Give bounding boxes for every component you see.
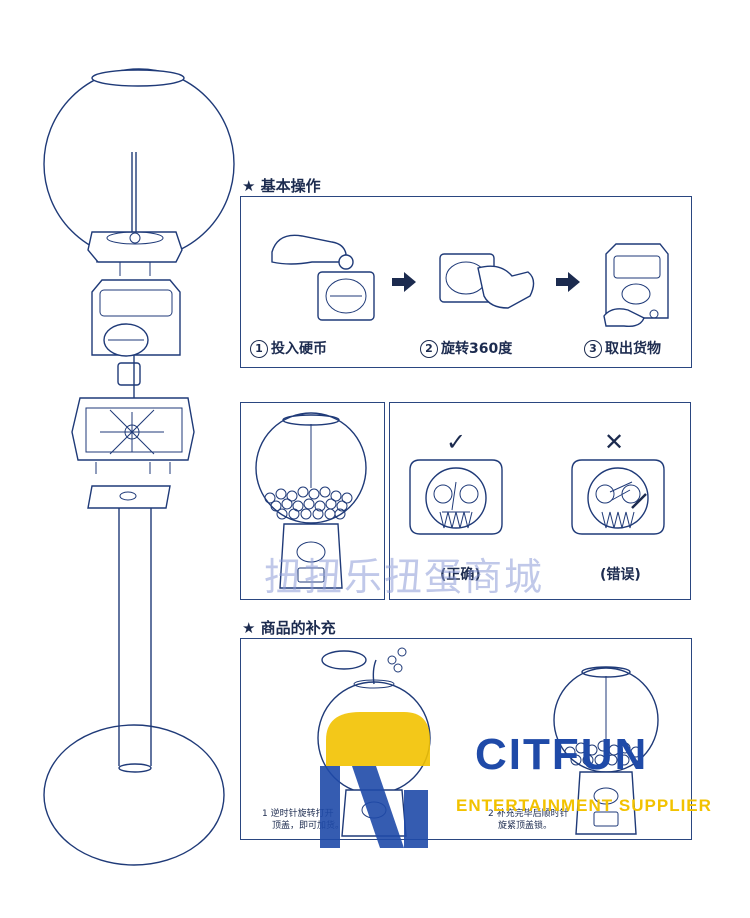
hand-with-coin [271,234,347,265]
watermark: 扭扭乐扭蛋商城 [264,555,545,599]
wrong-arrow-icon [631,493,647,509]
wrong-mark-icon: ✕ [604,428,625,456]
wheel-plate [87,231,183,263]
correct-label: (正确) [440,567,481,583]
mount-plate [87,485,171,509]
coin [338,254,354,270]
section-title-basic-ops: ★ 基本操作 [242,177,321,195]
arrow-2-icon [556,272,580,292]
arrow-1-icon [392,272,416,292]
base-tray [71,397,195,461]
globe-lid [91,69,185,87]
correct-mark-icon: ✓ [446,428,467,456]
machine-globe [255,412,367,524]
brush-correct [439,511,473,529]
wrong-label: (错误) [600,567,641,583]
section-title-refill: ★ 商品的补充 [242,619,336,637]
hand-taking [603,308,645,328]
brand-name: CITFUN [475,730,649,779]
gumballs [264,486,353,520]
refill-note-right: 2 补充完毕后顺时针 旋紧顶盖锁。 [488,809,569,831]
hand-turning [477,265,535,309]
removed-lid [321,650,367,670]
machine-body [279,523,343,589]
brush-wrong [601,511,635,529]
brand-tagline: ENTERTAINMENT SUPPLIER [456,796,712,815]
refill-note-left: 1 逆时针旋转打开 顶盖，即可加货。 [262,809,345,831]
stand-base [43,724,225,866]
